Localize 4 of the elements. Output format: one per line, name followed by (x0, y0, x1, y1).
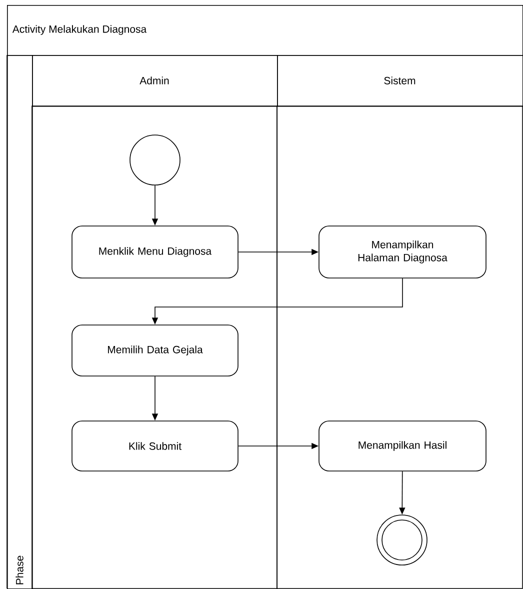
lane-header: Admin (140, 76, 169, 84)
lane-header: Sistem (384, 76, 416, 84)
phase-label: Phase (16, 556, 24, 584)
pool-title: Activity Melakukan Diagnosa (12, 25, 147, 35)
